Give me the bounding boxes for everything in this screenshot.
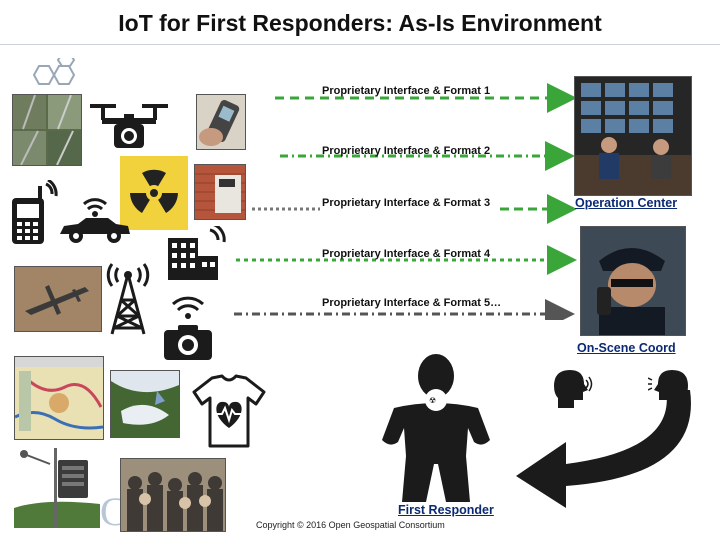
building-wifi-icon bbox=[162, 226, 228, 282]
first-responder-label[interactable]: First Responder bbox=[398, 503, 494, 517]
on-scene-coord-label[interactable]: On-Scene Coord bbox=[577, 341, 676, 355]
weather-station-icon bbox=[14, 444, 100, 528]
drone-camera-icon bbox=[84, 84, 174, 154]
smartphone-icon bbox=[8, 180, 58, 246]
weather-map-image bbox=[110, 370, 180, 438]
on-scene-coord-image bbox=[580, 226, 686, 336]
traffic-camera-grid-image bbox=[12, 94, 82, 166]
interface-label-5: Proprietary Interface & Format 5… bbox=[322, 297, 501, 309]
operation-center-image bbox=[574, 76, 692, 196]
curved-arrow-icon bbox=[506, 380, 698, 510]
hexagon-logo-icon bbox=[26, 58, 82, 92]
interface-label-2: Proprietary Interface & Format 2 bbox=[322, 145, 490, 157]
crowd-image bbox=[120, 458, 226, 532]
operation-center-label[interactable]: Operation Center bbox=[575, 196, 677, 210]
car-wifi-icon bbox=[56, 190, 134, 248]
camera-wifi-icon bbox=[160, 296, 216, 362]
svg-text:☢: ☢ bbox=[429, 396, 436, 405]
flood-map-image bbox=[14, 356, 104, 440]
uav-aircraft-image bbox=[14, 266, 102, 332]
interface-label-3: Proprietary Interface & Format 3 bbox=[322, 197, 490, 209]
heart-shirt-icon bbox=[190, 372, 268, 450]
interface-label-4: Proprietary Interface & Format 4 bbox=[322, 248, 490, 260]
copyright-text: Copyright © 2016 Open Geospatial Consort… bbox=[256, 520, 445, 530]
page-title: IoT for First Responders: As-Is Environm… bbox=[0, 10, 720, 37]
cell-tower-icon bbox=[102, 262, 154, 336]
first-responder-silhouette: ☢ bbox=[366, 352, 506, 504]
interface-label-1: Proprietary Interface & Format 1 bbox=[322, 85, 490, 97]
title-divider bbox=[0, 44, 720, 45]
